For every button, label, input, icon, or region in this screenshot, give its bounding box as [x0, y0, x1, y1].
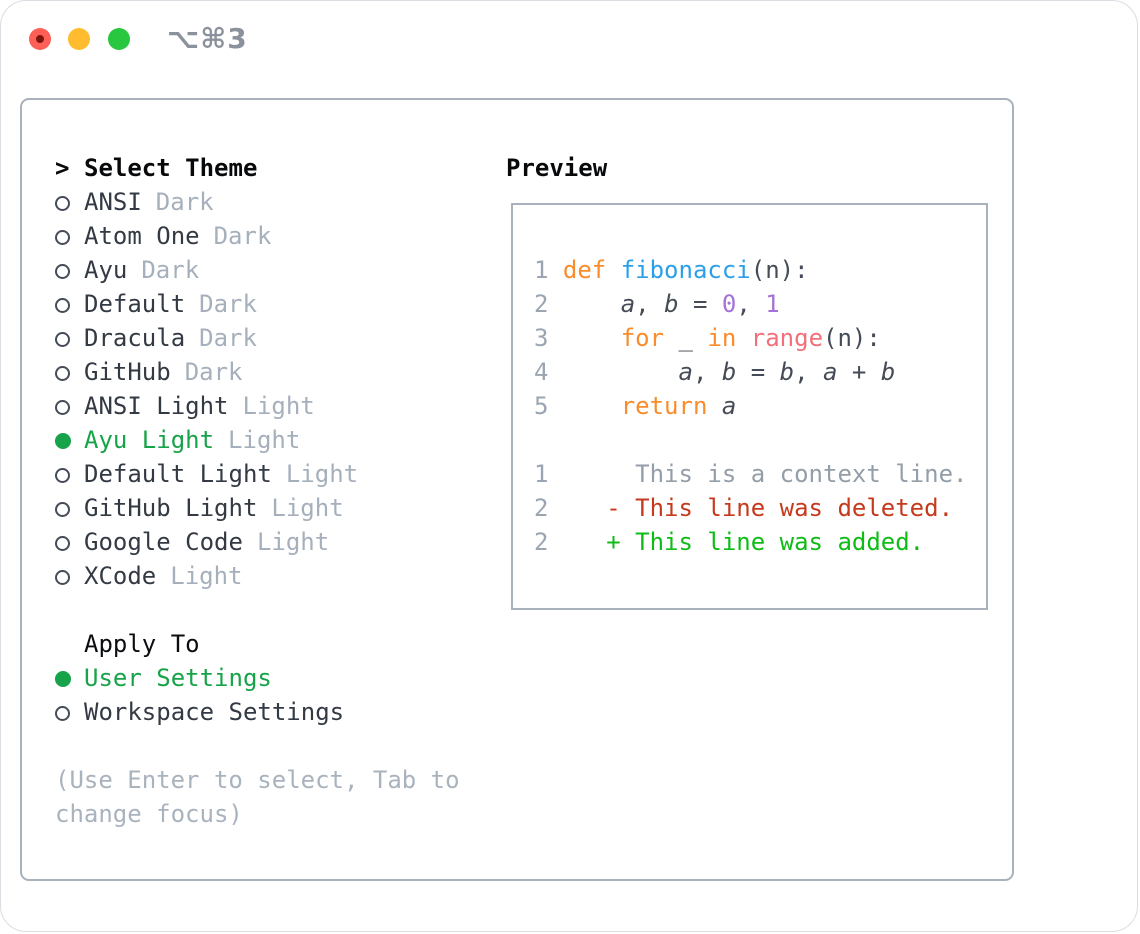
theme-option[interactable]: Atom One Dark — [55, 219, 358, 253]
option-label: Default Light — [84, 460, 272, 488]
radio-icon — [55, 502, 70, 517]
radio-cell — [55, 457, 84, 491]
variant-badge: Dark — [141, 256, 200, 284]
theme-option[interactable]: Ayu Light Light — [55, 423, 358, 457]
option-label: Default — [84, 290, 186, 318]
theme-option[interactable]: XCode Light — [55, 559, 358, 593]
radio-icon — [55, 298, 70, 313]
variant-badge: Light — [170, 562, 243, 590]
code-preview: 1 def fibonacci(n): 2 a, b = 0, 1 3 for _ … — [534, 253, 967, 559]
theme-option[interactable]: Ayu Dark — [55, 253, 358, 287]
option-label: Google Code — [84, 528, 243, 556]
theme-option[interactable]: GitHub Light Light — [55, 491, 358, 525]
window-title: ⌥⌘3 — [167, 22, 248, 55]
variant-badge: Light — [256, 528, 330, 556]
option-label: User Settings — [84, 664, 272, 692]
option-label: GitHub — [84, 358, 171, 386]
code-line: 2 + This line was added. — [534, 528, 925, 556]
variant-badge: Light — [228, 426, 301, 454]
prompt-icon: > — [55, 154, 70, 182]
option-label: ANSI — [84, 188, 142, 216]
radio-cell — [55, 287, 84, 321]
minimize-button[interactable] — [68, 28, 90, 50]
option-label: Ayu Light — [84, 426, 215, 454]
preview-box: 1 def fibonacci(n): 2 a, b = 0, 1 3 for _ … — [511, 203, 988, 610]
variant-badge: Dark — [213, 222, 272, 250]
option-label: Dracula — [84, 324, 186, 352]
option-label: XCode — [84, 562, 157, 590]
theme-list-header: > Select Theme — [55, 151, 358, 185]
radio-cell — [55, 661, 84, 695]
theme-option[interactable]: Google Code Light — [55, 525, 358, 559]
apply-to-option[interactable]: Workspace Settings — [55, 695, 344, 729]
variant-badge: Dark — [184, 358, 243, 386]
apply-to-header: Apply To — [55, 627, 344, 661]
theme-option[interactable]: GitHub Dark — [55, 355, 358, 389]
variant-badge: Dark — [199, 324, 257, 352]
option-label: Atom One — [84, 222, 200, 250]
variant-badge: Light — [285, 460, 359, 488]
keyboard-hint: (Use Enter to select, Tab to change focu… — [55, 763, 460, 831]
code-line: 1 This is a context line. — [534, 460, 968, 488]
radio-icon — [55, 196, 70, 211]
variant-badge: Light — [271, 494, 344, 522]
radio-icon — [55, 264, 70, 279]
radio-cell — [55, 423, 84, 457]
radio-cell — [55, 253, 84, 287]
option-label: GitHub Light — [84, 494, 258, 522]
close-button[interactable] — [29, 28, 51, 50]
theme-option[interactable]: ANSI Dark — [55, 185, 358, 219]
radio-icon — [55, 468, 70, 483]
radio-selected-icon — [55, 671, 71, 687]
preview-title: Preview — [506, 154, 608, 182]
close-button-dot-icon — [36, 35, 44, 43]
radio-cell — [55, 321, 84, 355]
radio-icon — [55, 332, 70, 347]
code-line: 3 for _ in range(n): — [534, 324, 881, 352]
radio-cell — [55, 219, 84, 253]
option-label: ANSI Light — [84, 392, 229, 420]
radio-cell — [55, 389, 84, 423]
radio-icon — [55, 366, 70, 381]
radio-cell — [55, 491, 84, 525]
radio-icon — [55, 536, 70, 551]
radio-selected-icon — [55, 433, 71, 449]
theme-option[interactable]: Dracula Dark — [55, 321, 358, 355]
apply-to-title: Apply To — [84, 630, 200, 658]
radio-cell — [55, 355, 84, 389]
theme-option[interactable]: ANSI Light Light — [55, 389, 358, 423]
maximize-button[interactable] — [108, 28, 130, 50]
theme-list-title: Select Theme — [84, 154, 258, 182]
variant-badge: Light — [242, 392, 315, 420]
code-line — [534, 423, 967, 457]
apply-to-option[interactable]: User Settings — [55, 661, 344, 695]
radio-cell — [55, 185, 84, 219]
variant-badge: Dark — [155, 188, 214, 216]
radio-cell — [55, 559, 84, 593]
radio-icon — [55, 230, 70, 245]
code-line: 2 - This line was deleted. — [534, 494, 954, 522]
hint-line-2: change focus) — [55, 800, 243, 828]
radio-icon — [55, 400, 70, 415]
radio-icon — [55, 570, 70, 585]
code-line: 2 a, b = 0, 1 — [534, 290, 780, 318]
code-line: 1 def fibonacci(n): — [534, 256, 809, 284]
theme-option[interactable]: Default Dark — [55, 287, 358, 321]
option-label: Ayu — [84, 256, 128, 284]
radio-cell — [55, 695, 84, 729]
code-line: 5 return a — [534, 392, 737, 420]
code-line: 4 a, b = b, a + b — [534, 358, 896, 386]
variant-badge: Dark — [199, 290, 257, 318]
theme-option[interactable]: Default Light Light — [55, 457, 358, 491]
titlebar: ⌥⌘3 — [1, 1, 1137, 77]
radio-icon — [55, 706, 70, 721]
option-label: Workspace Settings — [84, 698, 345, 726]
hint-line-1: (Use Enter to select, Tab to — [55, 766, 460, 794]
radio-cell — [55, 525, 84, 559]
